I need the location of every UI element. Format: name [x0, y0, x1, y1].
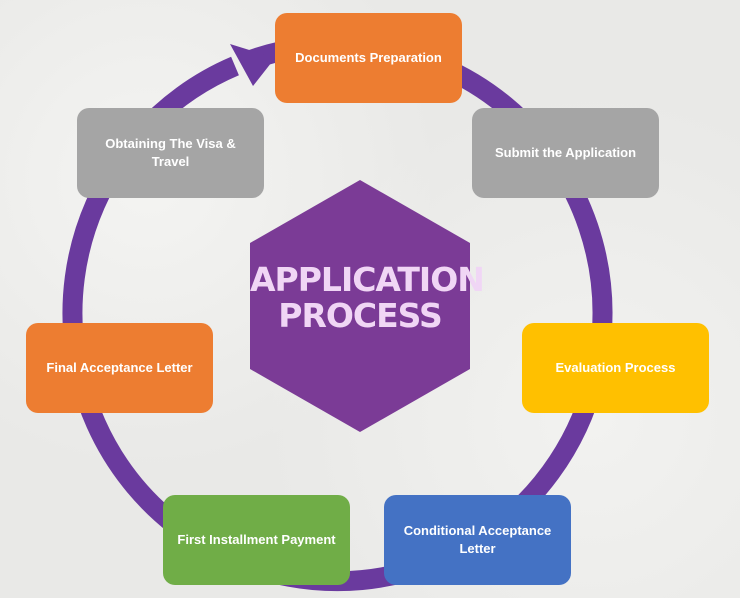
- step-visa-travel: Obtaining The Visa & Travel: [77, 108, 264, 198]
- diagram-title: APPLICATION PROCESS: [250, 260, 485, 335]
- step-label: Final Acceptance Letter: [46, 360, 193, 375]
- center-hexagon: [250, 180, 470, 432]
- step-label: Conditional Acceptance Letter: [403, 523, 552, 556]
- arrowhead-icon: [230, 44, 275, 86]
- step-submit-application: Submit the Application: [472, 108, 659, 198]
- step-label: First Installment Payment: [177, 532, 336, 547]
- title-line-1: APPLICATION: [250, 260, 485, 299]
- title-line-2: PROCESS: [278, 296, 442, 335]
- step-evaluation-process: Evaluation Process: [522, 323, 709, 413]
- step-first-installment: First Installment Payment: [163, 495, 350, 585]
- step-final-acceptance: Final Acceptance Letter: [26, 323, 213, 413]
- step-label: Obtaining The Visa & Travel: [105, 136, 236, 169]
- step-label: Evaluation Process: [555, 360, 676, 375]
- step-label: Submit the Application: [494, 145, 637, 160]
- step-documents-preparation: Documents Preparation: [275, 13, 462, 103]
- step-conditional-acceptance: Conditional Acceptance Letter: [384, 495, 571, 585]
- step-label: Documents Preparation: [295, 50, 442, 65]
